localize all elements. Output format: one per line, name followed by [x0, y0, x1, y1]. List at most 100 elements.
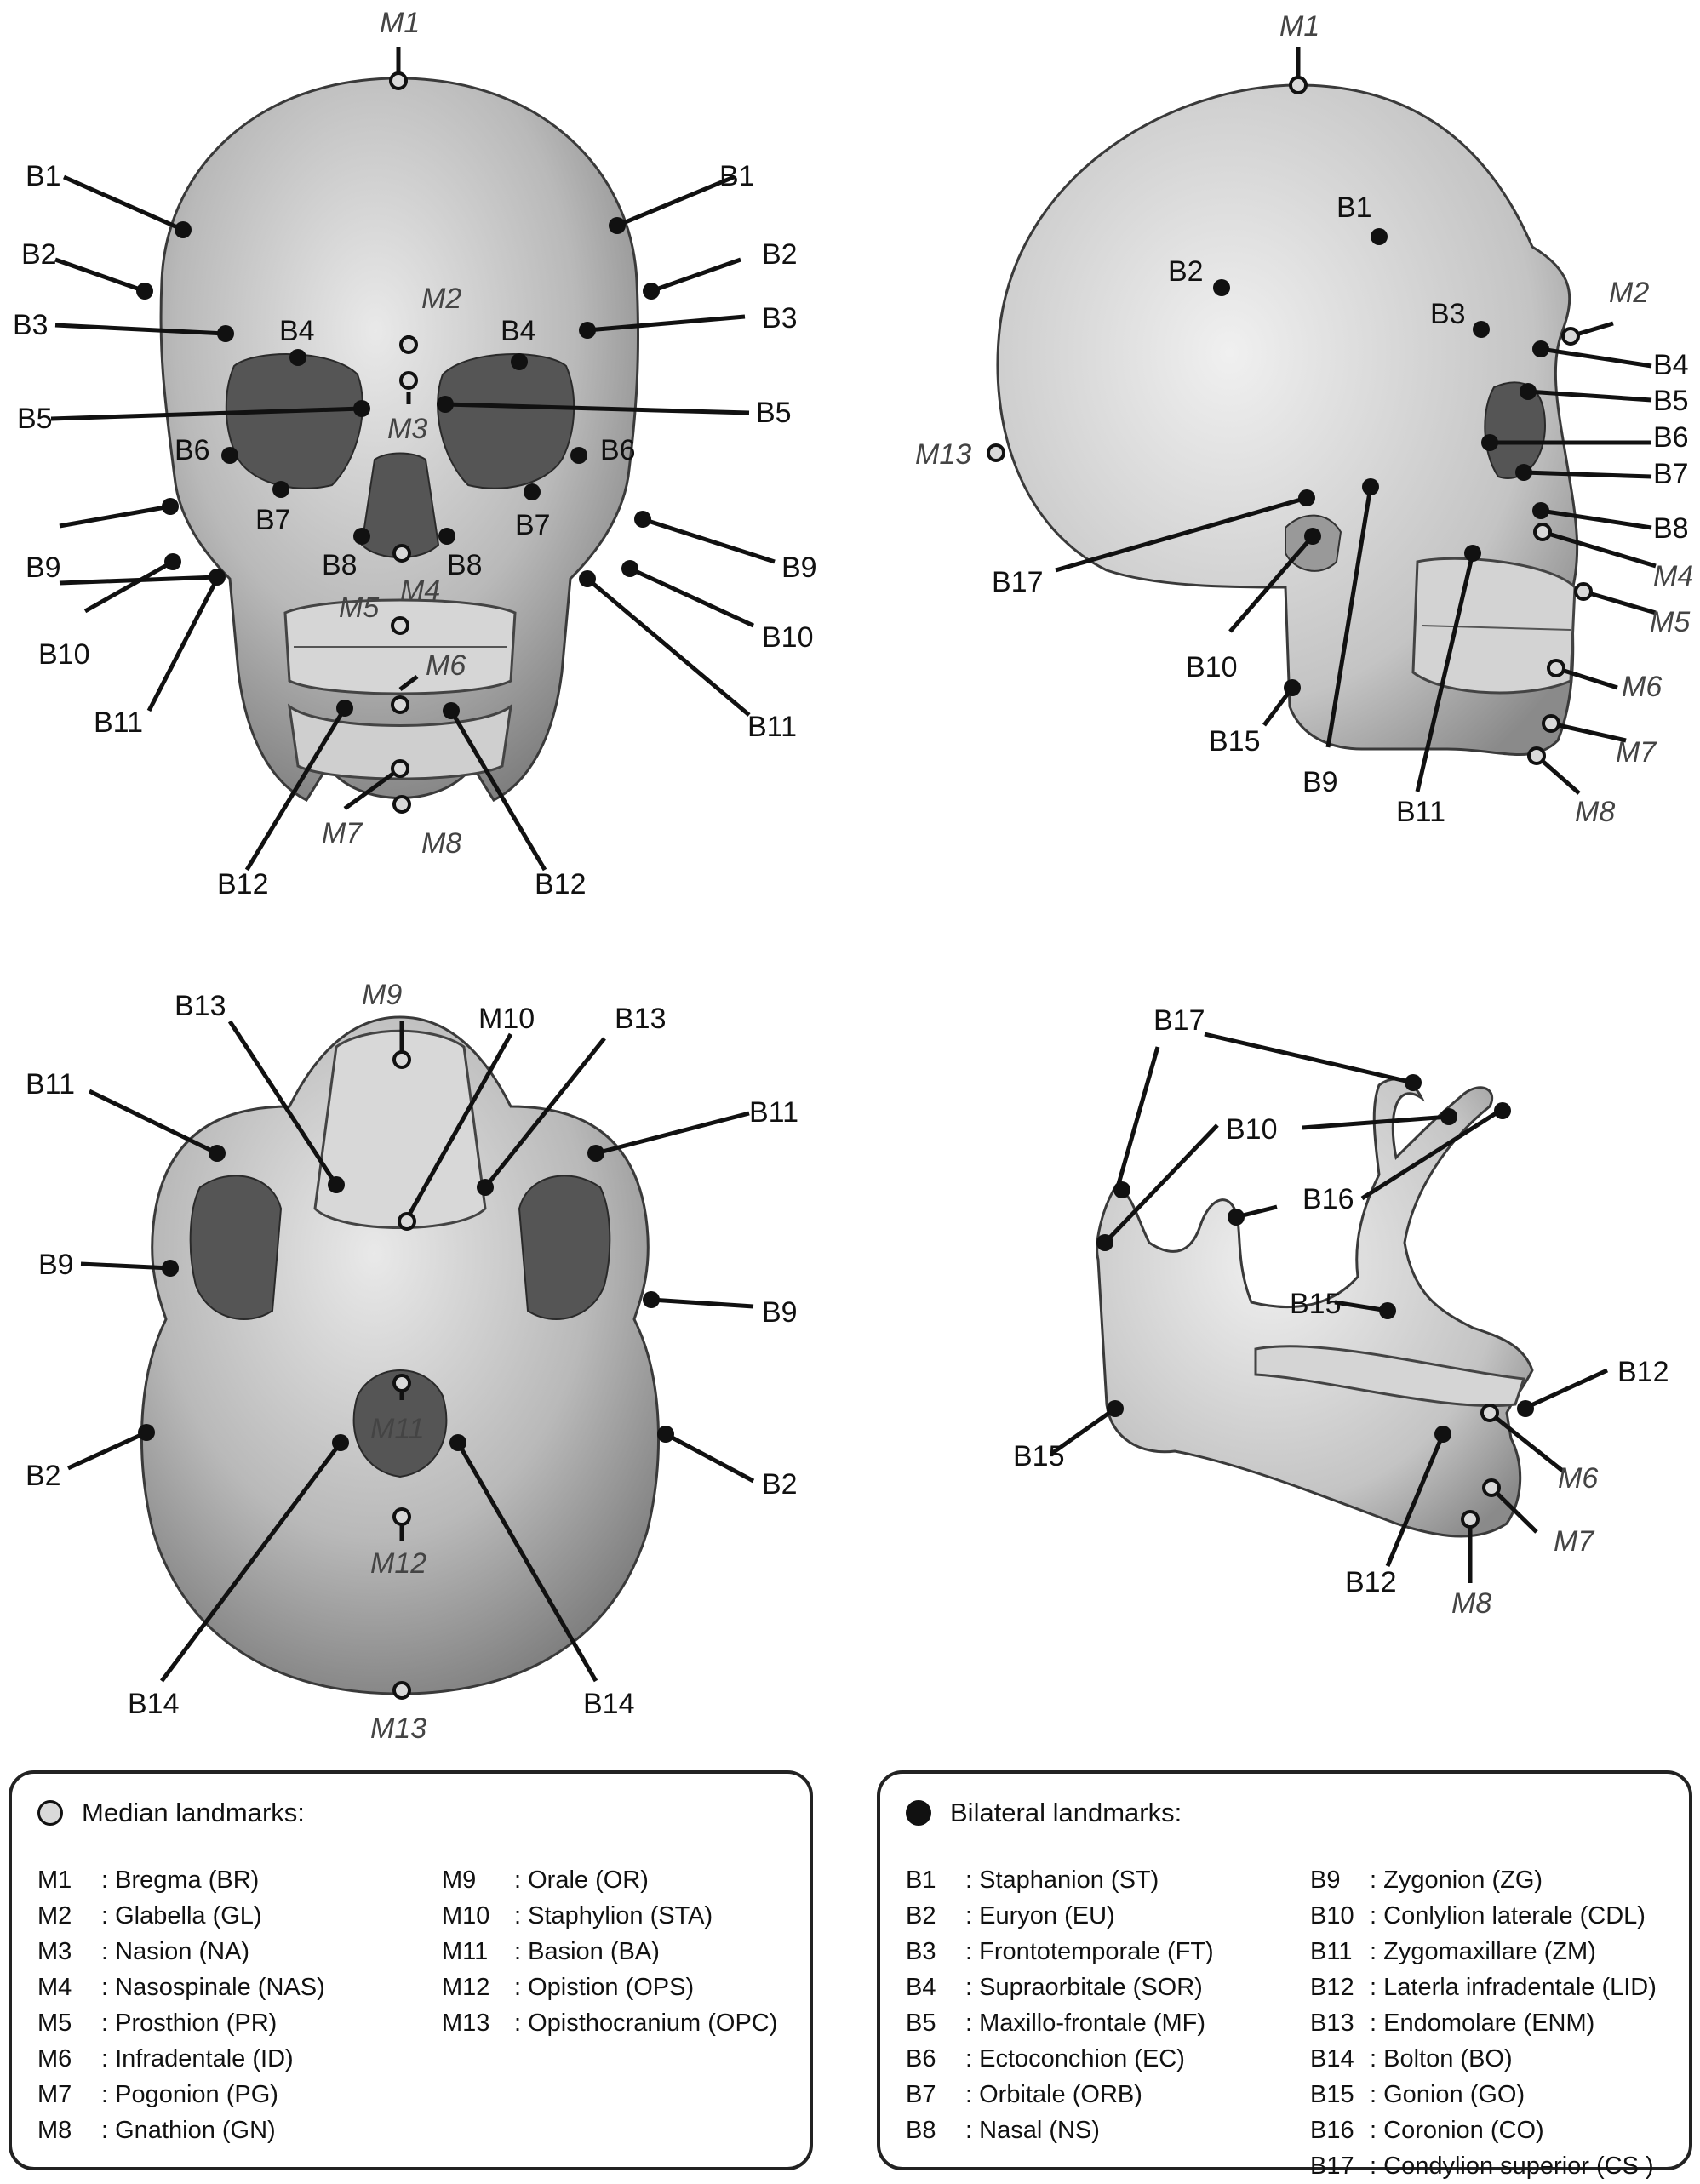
lateral-b4-label: B4	[1653, 349, 1689, 381]
frontal-b6-marker	[570, 447, 587, 464]
mandible-leaders	[1050, 1032, 1609, 1583]
frontal-m3-label: M3	[387, 413, 427, 445]
legend-row: B4: Supraorbitale (SOR)	[906, 1970, 1214, 2005]
frontal-b7-label-left: B7	[255, 504, 291, 536]
legend-row: M8: Gnathion (GN)	[37, 2113, 325, 2148]
legend-row: B13: Endomolare (ENM)	[1310, 2005, 1657, 2041]
legend-code: M1	[37, 1867, 72, 1894]
legend-name: Conlylion laterale (CDL)	[1383, 1902, 1646, 1930]
legend-row: B17: Condylion superior (CS )	[1310, 2148, 1657, 2184]
legend-code: B15	[1310, 2081, 1354, 2108]
lateral-b17-label: B17	[992, 566, 1044, 598]
bilateral-legend-col1: B1: Staphanion (ST) B2: Euryon (EU) B3: …	[906, 1862, 1214, 2148]
legend-name: Gonion (GO)	[1383, 2081, 1525, 2108]
legend-row: M9: Orale (OR)	[442, 1862, 777, 1898]
mandible-m7-marker	[1482, 1478, 1501, 1497]
legend-code: M10	[442, 1902, 490, 1930]
lateral-b7-marker	[1515, 464, 1532, 481]
frontal-b4-marker	[511, 353, 528, 370]
legend-code: B13	[1310, 2010, 1354, 2037]
mandible-m7-label: M7	[1554, 1525, 1594, 1558]
legend-row: M2: Glabella (GL)	[37, 1898, 325, 1934]
lateral-m5-label: M5	[1650, 606, 1690, 638]
lateral-b2-marker	[1213, 279, 1230, 296]
frontal-labels: M1 B1 B1 B2 B2 B3 B3 B4 B4 M2 M3 B5 B5 B…	[13, 7, 817, 900]
legend-code: M3	[37, 1938, 72, 1965]
frontal-b12-label-left: B12	[217, 868, 269, 900]
mandible-m6-marker	[1480, 1404, 1499, 1422]
frontal-b8-label-left: B8	[322, 549, 358, 581]
frontal-m6-marker	[391, 695, 409, 714]
legend-code: B12	[1310, 1974, 1354, 2001]
frontal-b2-label-left: B2	[21, 238, 57, 271]
lateral-b10-label: B10	[1186, 651, 1238, 683]
inferior-m13-label: M13	[370, 1712, 426, 1745]
inferior-skull-illustration	[140, 1015, 660, 1695]
lateral-m7-label: M7	[1616, 736, 1657, 769]
frontal-m3-marker	[399, 371, 418, 390]
legend-row: M11: Basion (BA)	[442, 1934, 777, 1970]
inferior-b2-label-right: B2	[762, 1468, 798, 1501]
legend-code: B14	[1310, 2045, 1354, 2073]
inferior-b14-label-right: B14	[583, 1688, 635, 1720]
frontal-view: M1 B1 B1 B2 B2 B3 B3 B4 B4 M2 M3 B5 B5 B…	[13, 7, 817, 900]
legend-row: M4: Nasospinale (NAS)	[37, 1970, 325, 2005]
inferior-landmark-dots	[138, 1050, 674, 1700]
lateral-b9-label: B9	[1302, 766, 1338, 798]
legend-name: Orbitale (ORB)	[979, 2081, 1142, 2108]
frontal-b12-label-right: B12	[535, 868, 587, 900]
frontal-b3-label-left: B3	[13, 309, 49, 341]
mandible-b15-label-right: B15	[1290, 1288, 1342, 1320]
frontal-b2-marker	[136, 283, 153, 300]
legend-row: B16: Coronion (CO)	[1310, 2113, 1657, 2148]
mandible-b10-marker	[1440, 1108, 1457, 1125]
frontal-b5-marker	[437, 396, 454, 413]
legend-row: B15: Gonion (GO)	[1310, 2077, 1657, 2113]
lateral-m8-label: M8	[1575, 796, 1615, 828]
inferior-b11-marker	[209, 1145, 226, 1162]
lateral-view: M1 B1 B2 B3 M2 B4 B5 B6 B7 M13 B8 M4 B17…	[915, 10, 1693, 828]
legend-row: B1: Staphanion (ST)	[906, 1862, 1214, 1898]
inferior-m10-marker	[398, 1212, 416, 1231]
frontal-m7-marker	[391, 759, 409, 778]
legend-row: B11: Zygomaxillare (ZM)	[1310, 1934, 1657, 1970]
lateral-b9-marker	[1362, 478, 1379, 495]
frontal-b8-marker	[353, 528, 370, 545]
mandible-b15-marker	[1379, 1302, 1396, 1319]
legend-name: Euryon (EU)	[979, 1902, 1115, 1930]
legend-code: B4	[906, 1974, 936, 2001]
legend-name: Nasal (NS)	[979, 2117, 1100, 2144]
legend-name: Zygonion (ZG)	[1383, 1867, 1543, 1894]
frontal-m4-label: M4	[400, 575, 440, 607]
legend-name: Supraorbitale (SOR)	[979, 1974, 1203, 2001]
mandible-labels: B17 B10 B16 B15 B12 B15 M6 M7 B12 M8	[1013, 1004, 1669, 1620]
median-legend-col2: M9: Orale (OR) M10: Staphylion (STA) M11…	[442, 1862, 777, 2041]
frontal-m6-label: M6	[426, 649, 466, 682]
legend-row: B5: Maxillo-frontale (MF)	[906, 2005, 1214, 2041]
frontal-b12-marker	[443, 702, 460, 719]
legend-row: B14: Bolton (BO)	[1310, 2041, 1657, 2077]
inferior-b2-marker	[138, 1424, 155, 1441]
frontal-b9-marker	[634, 511, 651, 528]
frontal-b11-marker	[579, 570, 596, 587]
frontal-b9-label-right: B9	[781, 552, 817, 584]
lateral-b10-marker	[1304, 528, 1321, 545]
mandible-b16-marker	[1228, 1209, 1245, 1226]
legend-name: Endomolare (ENM)	[1383, 2010, 1595, 2037]
median-legend-title: Median landmarks:	[37, 1798, 305, 1828]
frontal-b4-label-left: B4	[279, 315, 315, 347]
mandible-b12-marker	[1434, 1426, 1451, 1443]
legend-row: M13: Opisthocranium (OPC)	[442, 2005, 777, 2041]
legend-code: M2	[37, 1902, 72, 1930]
bilateral-legend-title: Bilateral landmarks:	[906, 1798, 1182, 1828]
legend-code: B7	[906, 2081, 936, 2108]
inferior-b14-marker	[332, 1434, 349, 1451]
frontal-b4-marker	[289, 349, 306, 366]
inferior-b14-marker	[449, 1434, 466, 1451]
legend-row: B7: Orbitale (ORB)	[906, 2077, 1214, 2113]
legend-name: Opisthocranium (OPC)	[528, 2010, 778, 2037]
legend-code: B8	[906, 2117, 936, 2144]
inferior-m13-marker	[392, 1681, 411, 1700]
mandible-b10-marker	[1096, 1234, 1113, 1251]
median-legend-title-text: Median landmarks:	[82, 1798, 305, 1827]
